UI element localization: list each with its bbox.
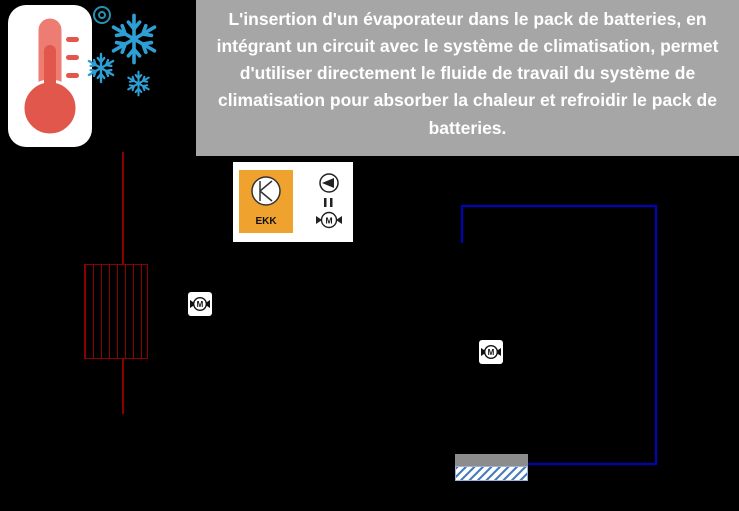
fan-motor-label: M [197,300,204,309]
fan-motor-icon-left: M [188,292,212,316]
temperature-icon-card [8,5,92,147]
ac-circuit-line-bottom [527,463,657,465]
ac-circuit-line-right [655,205,657,465]
evaporator-hatch [455,466,528,481]
coolant-pipe-bottom [122,359,124,414]
circle-icon [93,6,111,24]
radiator-heat-exchanger [84,264,148,359]
thermometer-icon [21,15,79,137]
info-text: L'insertion d'un évaporateur dans le pac… [216,9,719,138]
motor-icon: M [316,211,342,229]
info-panel: L'insertion d'un évaporateur dans le pac… [196,0,739,156]
ac-circuit-line-left [461,205,463,243]
coolant-pipe-top [122,152,124,264]
compressor-label: EKK [255,216,277,227]
snowflake-icon-small [127,70,150,97]
fan-motor-label: M [488,348,495,357]
compressor-motor-label: M [325,216,332,226]
circle-icon-inner [98,11,106,19]
fan-motor-icon-battery: M [479,340,503,364]
ac-circuit-line-top [461,205,657,207]
snowflake-icon-large [111,13,157,65]
battery-pack-bar [455,454,528,466]
snowflake-icon-medium [87,52,115,84]
check-valve-icon [319,173,339,193]
compressor-unit: EKK M [233,162,353,242]
compressor-icon [251,176,281,206]
